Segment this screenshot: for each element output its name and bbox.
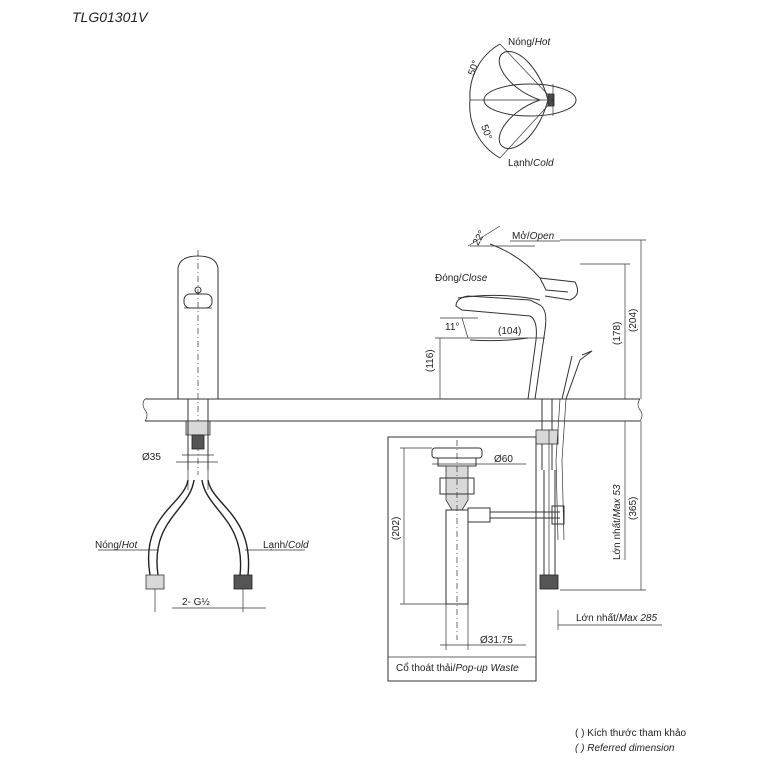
spout-height: (116) bbox=[425, 349, 436, 372]
close-label-en: Close bbox=[462, 273, 488, 284]
svg-text:Đóng/Close: Đóng/Close bbox=[435, 273, 488, 284]
countertop bbox=[142, 398, 643, 422]
popup-caption: Cổ thoát thải/ bbox=[396, 662, 456, 674]
svg-text:Lớn nhất/Max 53: Lớn nhất/Max 53 bbox=[611, 484, 623, 560]
below-counter-length: (365) bbox=[628, 497, 639, 520]
cold-hose-label: Lạnh/ bbox=[263, 540, 288, 551]
popup-caption-en: Pop-up Waste bbox=[455, 663, 519, 674]
max-reach-label-en: Max 285 bbox=[619, 613, 658, 624]
cold-label: Lạnh/ bbox=[508, 158, 533, 169]
angle-open: 22° bbox=[471, 229, 488, 248]
handle-rotation-view: 50° 50° Nóng/Hot Lạnh/Cold bbox=[466, 37, 577, 169]
hot-hose-label: Nóng/ bbox=[95, 540, 122, 551]
cold-label-en: Cold bbox=[533, 158, 554, 169]
svg-text:Lạnh/Cold: Lạnh/Cold bbox=[263, 540, 309, 551]
popup-waste-box: Ø60 (202) Ø31.75 Cổ thoát thải/Pop-up Wa… bbox=[387, 436, 565, 682]
rotation-angle-bottom: 50° bbox=[478, 123, 494, 141]
max-reach-label: Lớn nhất/ bbox=[576, 612, 619, 624]
svg-text:Cổ thoát thải/Pop-up Waste: Cổ thoát thải/Pop-up Waste bbox=[396, 662, 519, 674]
handle-height-open: (204) bbox=[628, 309, 639, 332]
svg-text:Mở/Open: Mở/Open bbox=[512, 230, 555, 242]
popup-height: (202) bbox=[391, 517, 402, 540]
spout-reach: (104) bbox=[498, 326, 521, 337]
open-label-en: Open bbox=[530, 231, 555, 242]
hot-hose-label-en: Hot bbox=[122, 540, 139, 551]
note-line-en: ( ) Referred dimension bbox=[575, 743, 675, 754]
tail-diameter: Ø31.75 bbox=[480, 635, 513, 646]
svg-text:Nóng/Hot: Nóng/Hot bbox=[508, 37, 551, 48]
dimension-note: ( ) Kích thước tham khảo ( ) Referred di… bbox=[575, 728, 687, 754]
hot-label: Nóng/ bbox=[508, 37, 535, 48]
max-thickness-label: Lớn nhất/ bbox=[611, 517, 623, 560]
rotation-angle-top: 50° bbox=[466, 59, 482, 77]
svg-text:Lạnh/Cold: Lạnh/Cold bbox=[508, 158, 554, 169]
max-thickness-label-en: Max 53 bbox=[612, 484, 623, 517]
angle-close: 11° bbox=[445, 322, 459, 333]
svg-text:Lớn nhất/Max 285: Lớn nhất/Max 285 bbox=[576, 612, 657, 624]
shank-diameter: Ø35 bbox=[142, 452, 161, 463]
side-view-faucet: 22° 11° Mở/Open Đóng/Close (104) (116) (… bbox=[425, 225, 662, 630]
front-view-faucet: Ø35 Nóng/Hot Lạnh/Cold 2- G½ bbox=[95, 250, 309, 612]
note-line-vi: ( ) Kích thước tham khảo bbox=[575, 728, 687, 739]
cold-hose-label-en: Cold bbox=[288, 540, 309, 551]
connection-size: 2- G½ bbox=[182, 597, 210, 608]
flange-diameter: Ø60 bbox=[494, 454, 513, 465]
model-code: TLG01301V bbox=[72, 9, 149, 25]
hot-label-en: Hot bbox=[535, 37, 552, 48]
svg-text:Nóng/Hot: Nóng/Hot bbox=[95, 540, 138, 551]
close-label: Đóng/ bbox=[435, 273, 462, 284]
handle-height-close: (178) bbox=[612, 322, 623, 345]
open-label: Mở/ bbox=[512, 230, 530, 242]
